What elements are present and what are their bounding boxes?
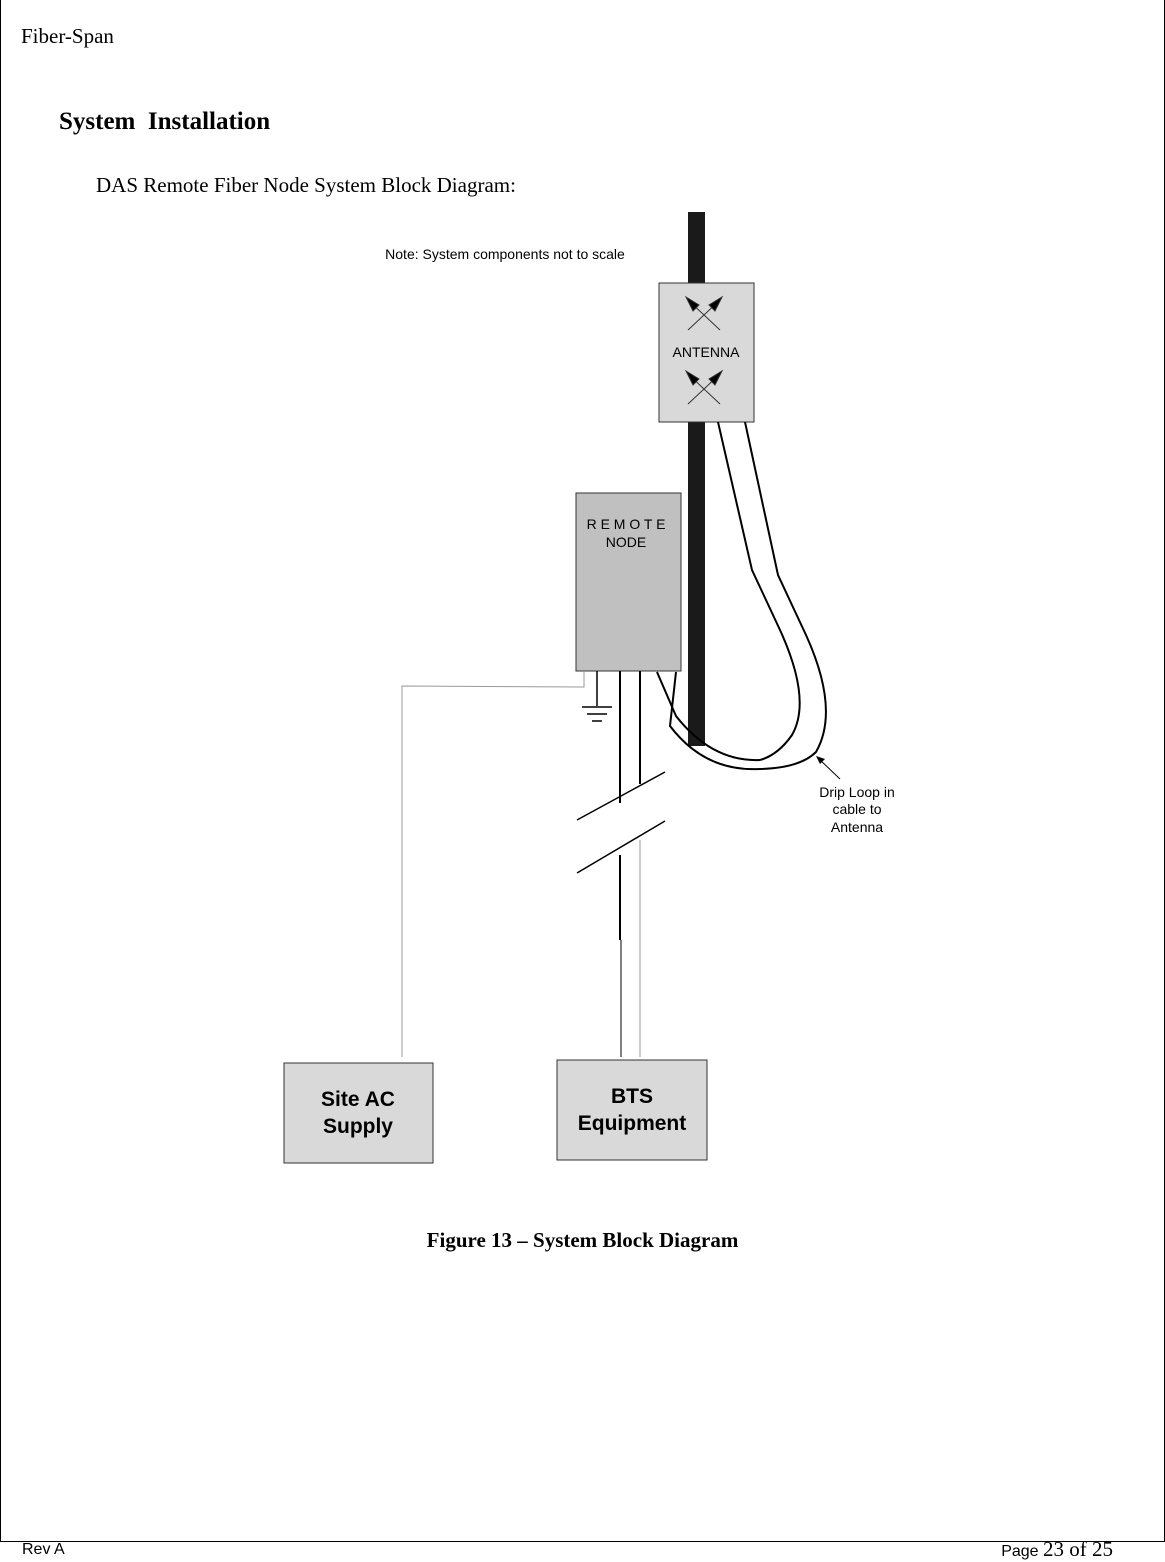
remote-node-label-line1: R E M O T E bbox=[587, 516, 666, 532]
bts-cables bbox=[619, 671, 641, 1057]
site-ac-supply: Site AC Supply bbox=[283, 1062, 434, 1164]
header-company-name: Fiber-Span bbox=[21, 24, 114, 48]
ac-power-cable bbox=[401, 671, 585, 1057]
drip-loop-arrowhead bbox=[816, 756, 825, 764]
bts-label-line2: Equipment bbox=[578, 1112, 687, 1135]
drip-loop-label-line1: Drip Loop in bbox=[819, 784, 895, 800]
section-title: System Installation bbox=[59, 108, 271, 135]
footer-page-count: 23 of 25 bbox=[1043, 1537, 1113, 1561]
antenna: ANTENNA bbox=[658, 282, 755, 423]
bts-equipment: BTS Equipment bbox=[556, 1059, 708, 1161]
cable-break-symbol bbox=[576, 771, 666, 874]
footer-page-number: Page 23 of 25 bbox=[1001, 1537, 1113, 1562]
site-ac-label-line1: Site AC bbox=[321, 1088, 395, 1111]
antenna-cable-drip-loop bbox=[656, 421, 827, 771]
antenna-radiator-icon bbox=[684, 295, 724, 405]
ground-icon bbox=[582, 671, 612, 722]
bts-label-line1: BTS bbox=[611, 1085, 653, 1108]
footer-revision: Rev A bbox=[22, 1541, 65, 1558]
diagram-note: Note: System components not to scale bbox=[385, 246, 625, 262]
drip-loop-label-line2: cable to bbox=[832, 801, 881, 817]
figure-caption: Figure 13 – System Block Diagram bbox=[426, 1228, 739, 1252]
diagram-intro: DAS Remote Fiber Node System Block Diagr… bbox=[96, 173, 516, 197]
remote-node-label-line2: NODE bbox=[606, 534, 646, 550]
antenna-label: ANTENNA bbox=[673, 344, 741, 360]
footer-page-prefix: Page bbox=[1001, 1543, 1043, 1560]
drip-loop-label-line3: Antenna bbox=[831, 819, 883, 835]
site-ac-label-line2: Supply bbox=[323, 1115, 393, 1138]
remote-node: R E M O T E NODE bbox=[575, 492, 682, 672]
